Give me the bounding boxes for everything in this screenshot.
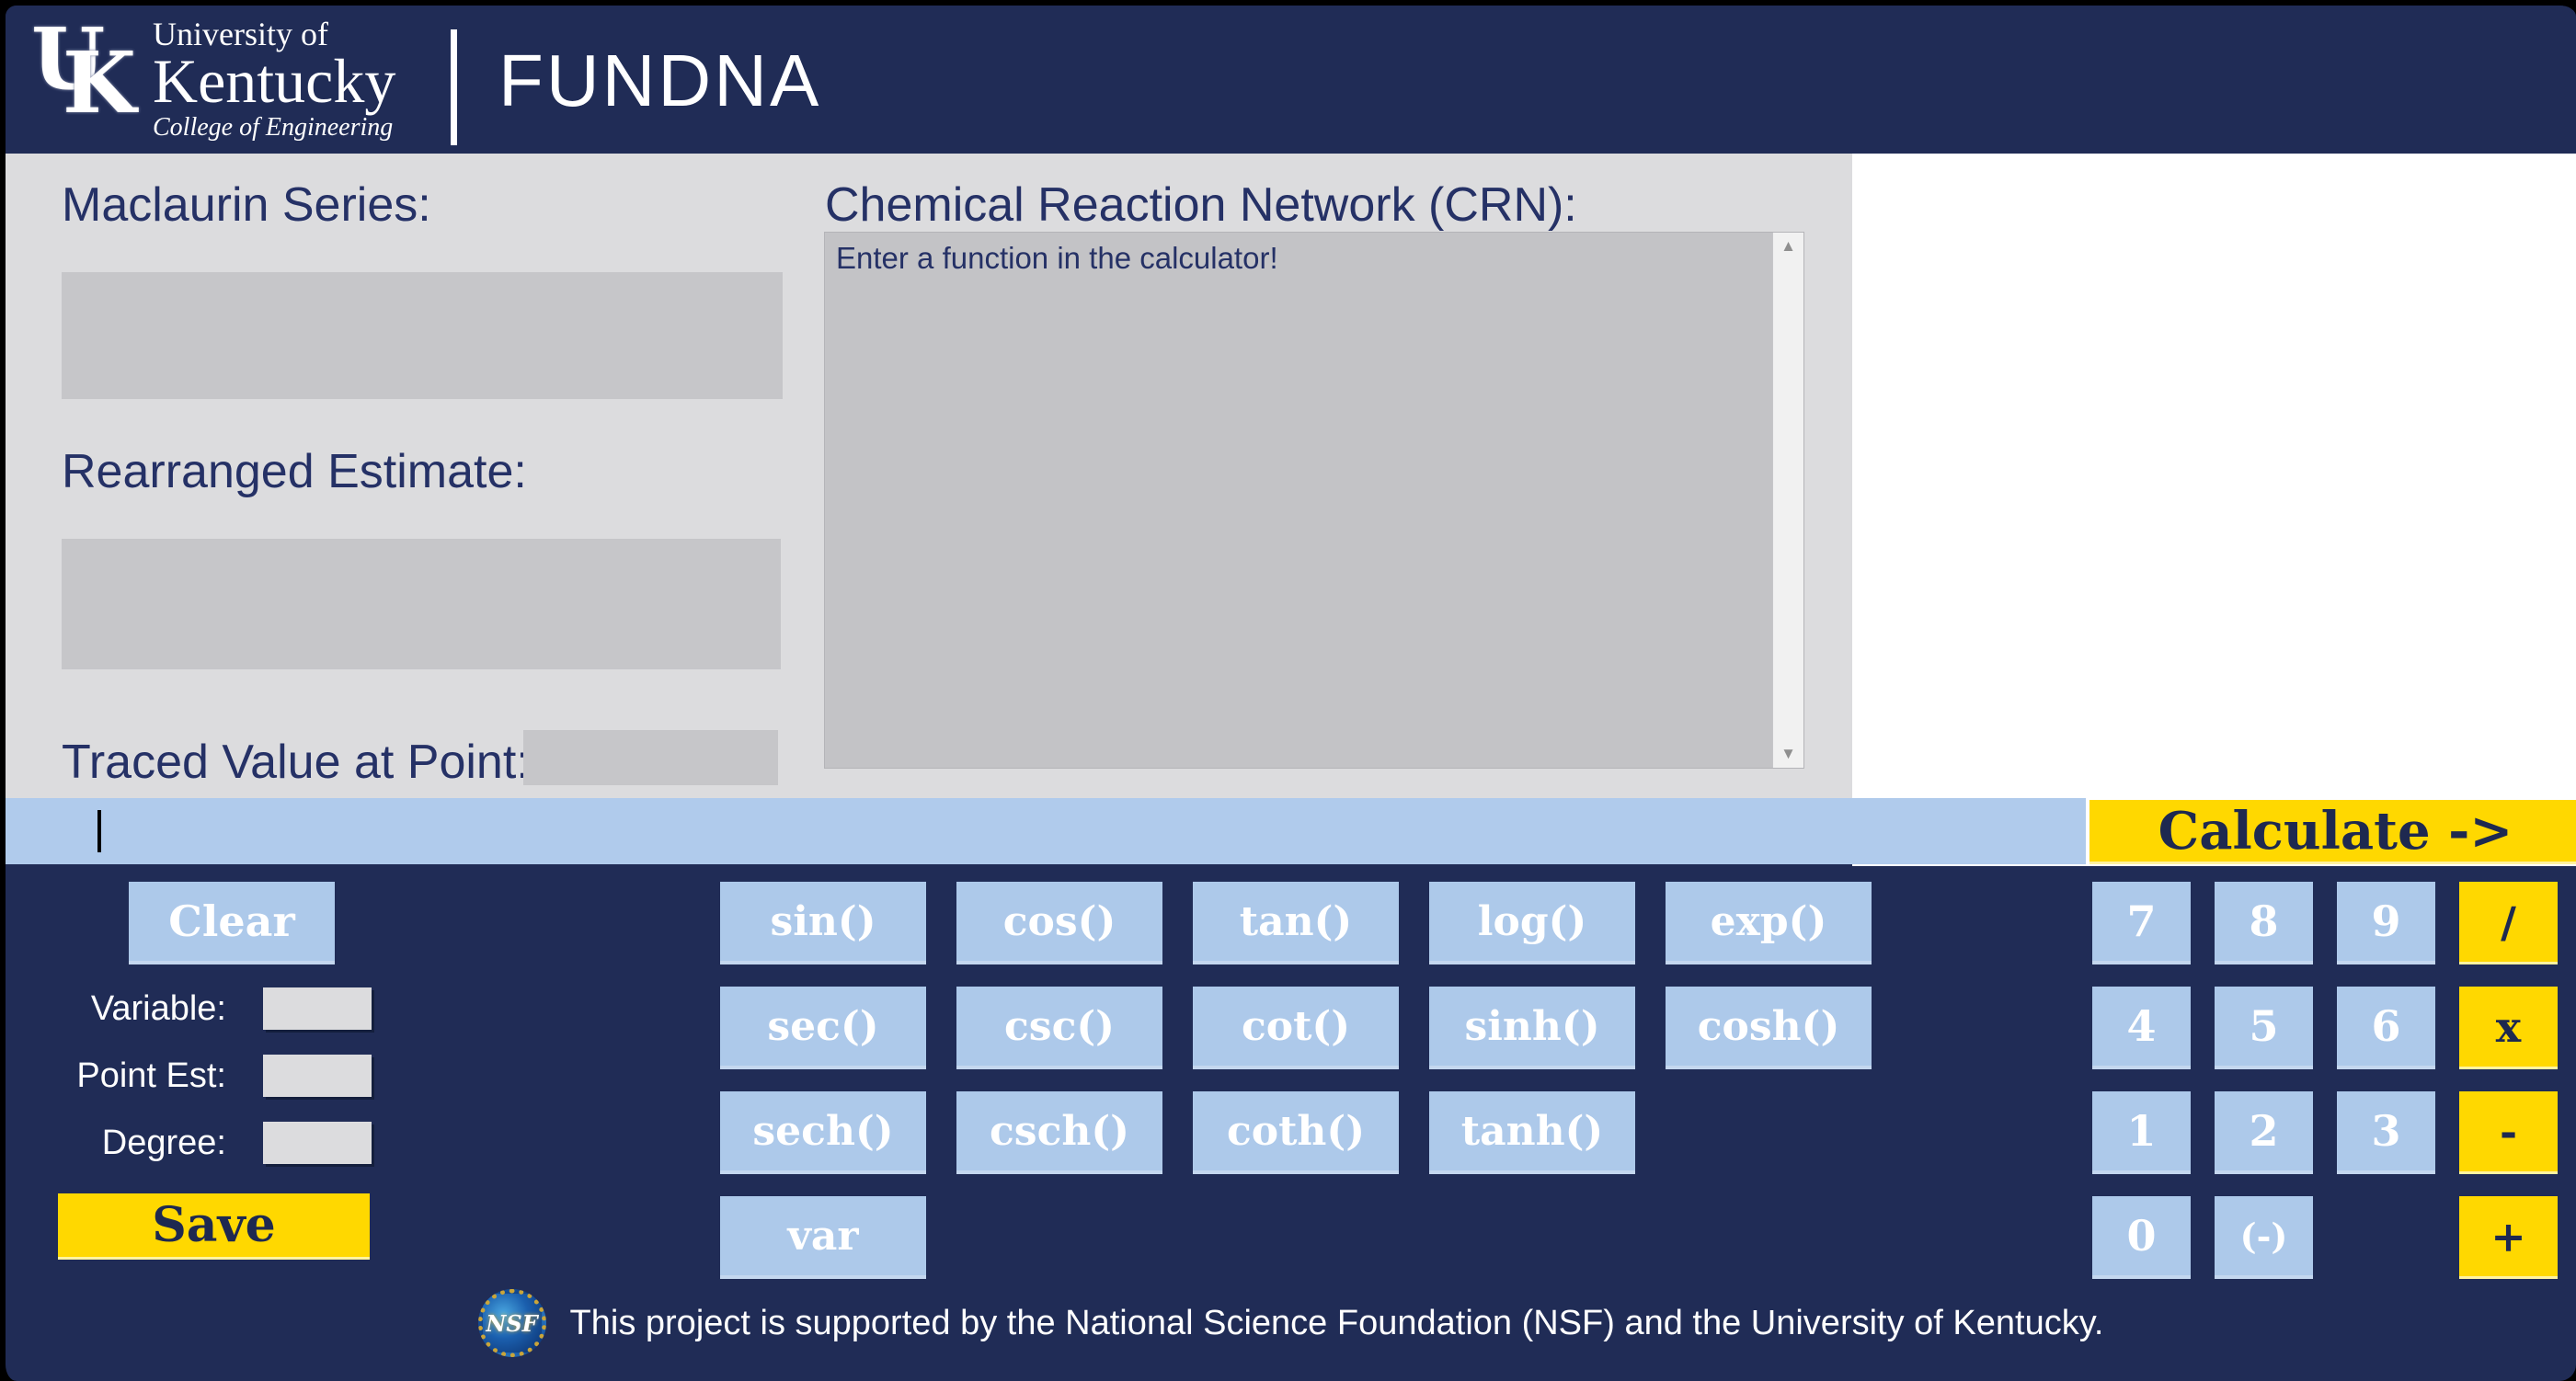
field-label-point-est: Point Est: bbox=[76, 1056, 226, 1095]
function-button-sinh[interactable]: sinh() bbox=[1429, 987, 1635, 1069]
parameter-fields: Variable: Point Est: Degree: bbox=[6, 987, 372, 1189]
numpad-button-1[interactable]: 1 bbox=[2092, 1091, 2191, 1174]
header-divider bbox=[451, 29, 457, 145]
field-input-degree[interactable] bbox=[263, 1122, 372, 1164]
crn-label: Chemical Reaction Network (CRN): bbox=[825, 178, 1577, 232]
function-pad: sin() cos() tan() log() exp() sec() csc() cot()… bbox=[720, 882, 1872, 1301]
maclaurin-series-label: Maclaurin Series: bbox=[62, 178, 431, 232]
function-button-cosh[interactable]: cosh() bbox=[1666, 987, 1872, 1069]
numpad-button-6[interactable]: 6 bbox=[2337, 987, 2435, 1069]
operator-button-minus[interactable]: - bbox=[2459, 1091, 2558, 1174]
traced-value-output bbox=[523, 730, 778, 785]
numpad-button-5[interactable]: 5 bbox=[2215, 987, 2313, 1069]
brand-line-kentucky: Kentucky bbox=[153, 46, 396, 116]
function-button-var[interactable]: var bbox=[720, 1196, 926, 1279]
numpad-button-2[interactable]: 2 bbox=[2215, 1091, 2313, 1174]
traced-value-label: Traced Value at Point: bbox=[62, 736, 530, 789]
crn-output-area[interactable]: Enter a function in the calculator! ▲ ▼ bbox=[824, 232, 1804, 769]
brand-line-college: College of Engineering bbox=[153, 113, 394, 142]
nsf-logo-icon: NSF bbox=[477, 1289, 546, 1357]
maclaurin-series-output bbox=[62, 272, 783, 399]
uk-mark-k: K bbox=[63, 33, 136, 132]
uk-logo: U K University of Kentucky College of En… bbox=[31, 9, 395, 143]
scroll-down-icon[interactable]: ▼ bbox=[1780, 745, 1796, 762]
uk-mark-icon: U K bbox=[31, 9, 140, 142]
function-button-tan[interactable]: tan() bbox=[1193, 882, 1399, 964]
scroll-up-icon[interactable]: ▲ bbox=[1780, 237, 1796, 255]
numpad-empty-cell bbox=[2337, 1196, 2435, 1279]
function-button-sin[interactable]: sin() bbox=[720, 882, 926, 964]
field-label-variable: Variable: bbox=[90, 988, 226, 1028]
text-cursor bbox=[97, 810, 101, 852]
uk-brand-text: University of Kentucky College of Engine… bbox=[153, 13, 395, 143]
numpad-button-0[interactable]: 0 bbox=[2092, 1196, 2191, 1279]
function-button-exp[interactable]: exp() bbox=[1666, 882, 1872, 964]
expression-input[interactable] bbox=[6, 798, 2086, 864]
field-input-point-est[interactable] bbox=[263, 1055, 372, 1097]
brand-line-university-of: University of bbox=[153, 16, 328, 52]
save-button[interactable]: Save bbox=[58, 1193, 370, 1260]
field-label-degree: Degree: bbox=[101, 1123, 226, 1162]
numpad-button-3[interactable]: 3 bbox=[2337, 1091, 2435, 1174]
function-button-cot[interactable]: cot() bbox=[1193, 987, 1399, 1069]
operator-button-plus[interactable]: + bbox=[2459, 1196, 2558, 1279]
function-button-cos[interactable]: cos() bbox=[956, 882, 1162, 964]
function-button-sech[interactable]: sech() bbox=[720, 1091, 926, 1174]
footer-text: This project is supported by the Nationa… bbox=[569, 1303, 2104, 1342]
numpad-button-8[interactable]: 8 bbox=[2215, 882, 2313, 964]
app-title: FUNDNA bbox=[498, 40, 822, 121]
function-button-csch[interactable]: csch() bbox=[956, 1091, 1162, 1174]
numpad-button-7[interactable]: 7 bbox=[2092, 882, 2191, 964]
header: U K University of Kentucky College of En… bbox=[6, 6, 2576, 154]
crn-scrollbar[interactable]: ▲ ▼ bbox=[1772, 233, 1803, 768]
calculate-button[interactable]: Calculate -> bbox=[2089, 800, 2576, 864]
numpad-button-9[interactable]: 9 bbox=[2337, 882, 2435, 964]
field-input-variable[interactable] bbox=[263, 987, 372, 1030]
operator-button-divide[interactable]: / bbox=[2459, 882, 2558, 964]
function-button-sec[interactable]: sec() bbox=[720, 987, 926, 1069]
numpad-button-4[interactable]: 4 bbox=[2092, 987, 2191, 1069]
function-button-tanh[interactable]: tanh() bbox=[1429, 1091, 1635, 1174]
clear-button[interactable]: Clear bbox=[129, 882, 335, 964]
function-button-log[interactable]: log() bbox=[1429, 882, 1635, 964]
right-white-area bbox=[1852, 154, 2576, 866]
nsf-logo-label: NSF bbox=[486, 1309, 538, 1337]
operator-button-multiply[interactable]: x bbox=[2459, 987, 2558, 1069]
numpad-button-negate[interactable]: (-) bbox=[2215, 1196, 2313, 1279]
function-button-csc[interactable]: csc() bbox=[956, 987, 1162, 1069]
crn-placeholder-text: Enter a function in the calculator! bbox=[836, 241, 1278, 275]
function-button-coth[interactable]: coth() bbox=[1193, 1091, 1399, 1174]
footer: NSF This project is supported by the Nat… bbox=[6, 1289, 2576, 1357]
uk-mark-u: U bbox=[31, 9, 106, 108]
rearranged-estimate-output bbox=[62, 539, 781, 669]
rearranged-estimate-label: Rearranged Estimate: bbox=[62, 445, 527, 498]
